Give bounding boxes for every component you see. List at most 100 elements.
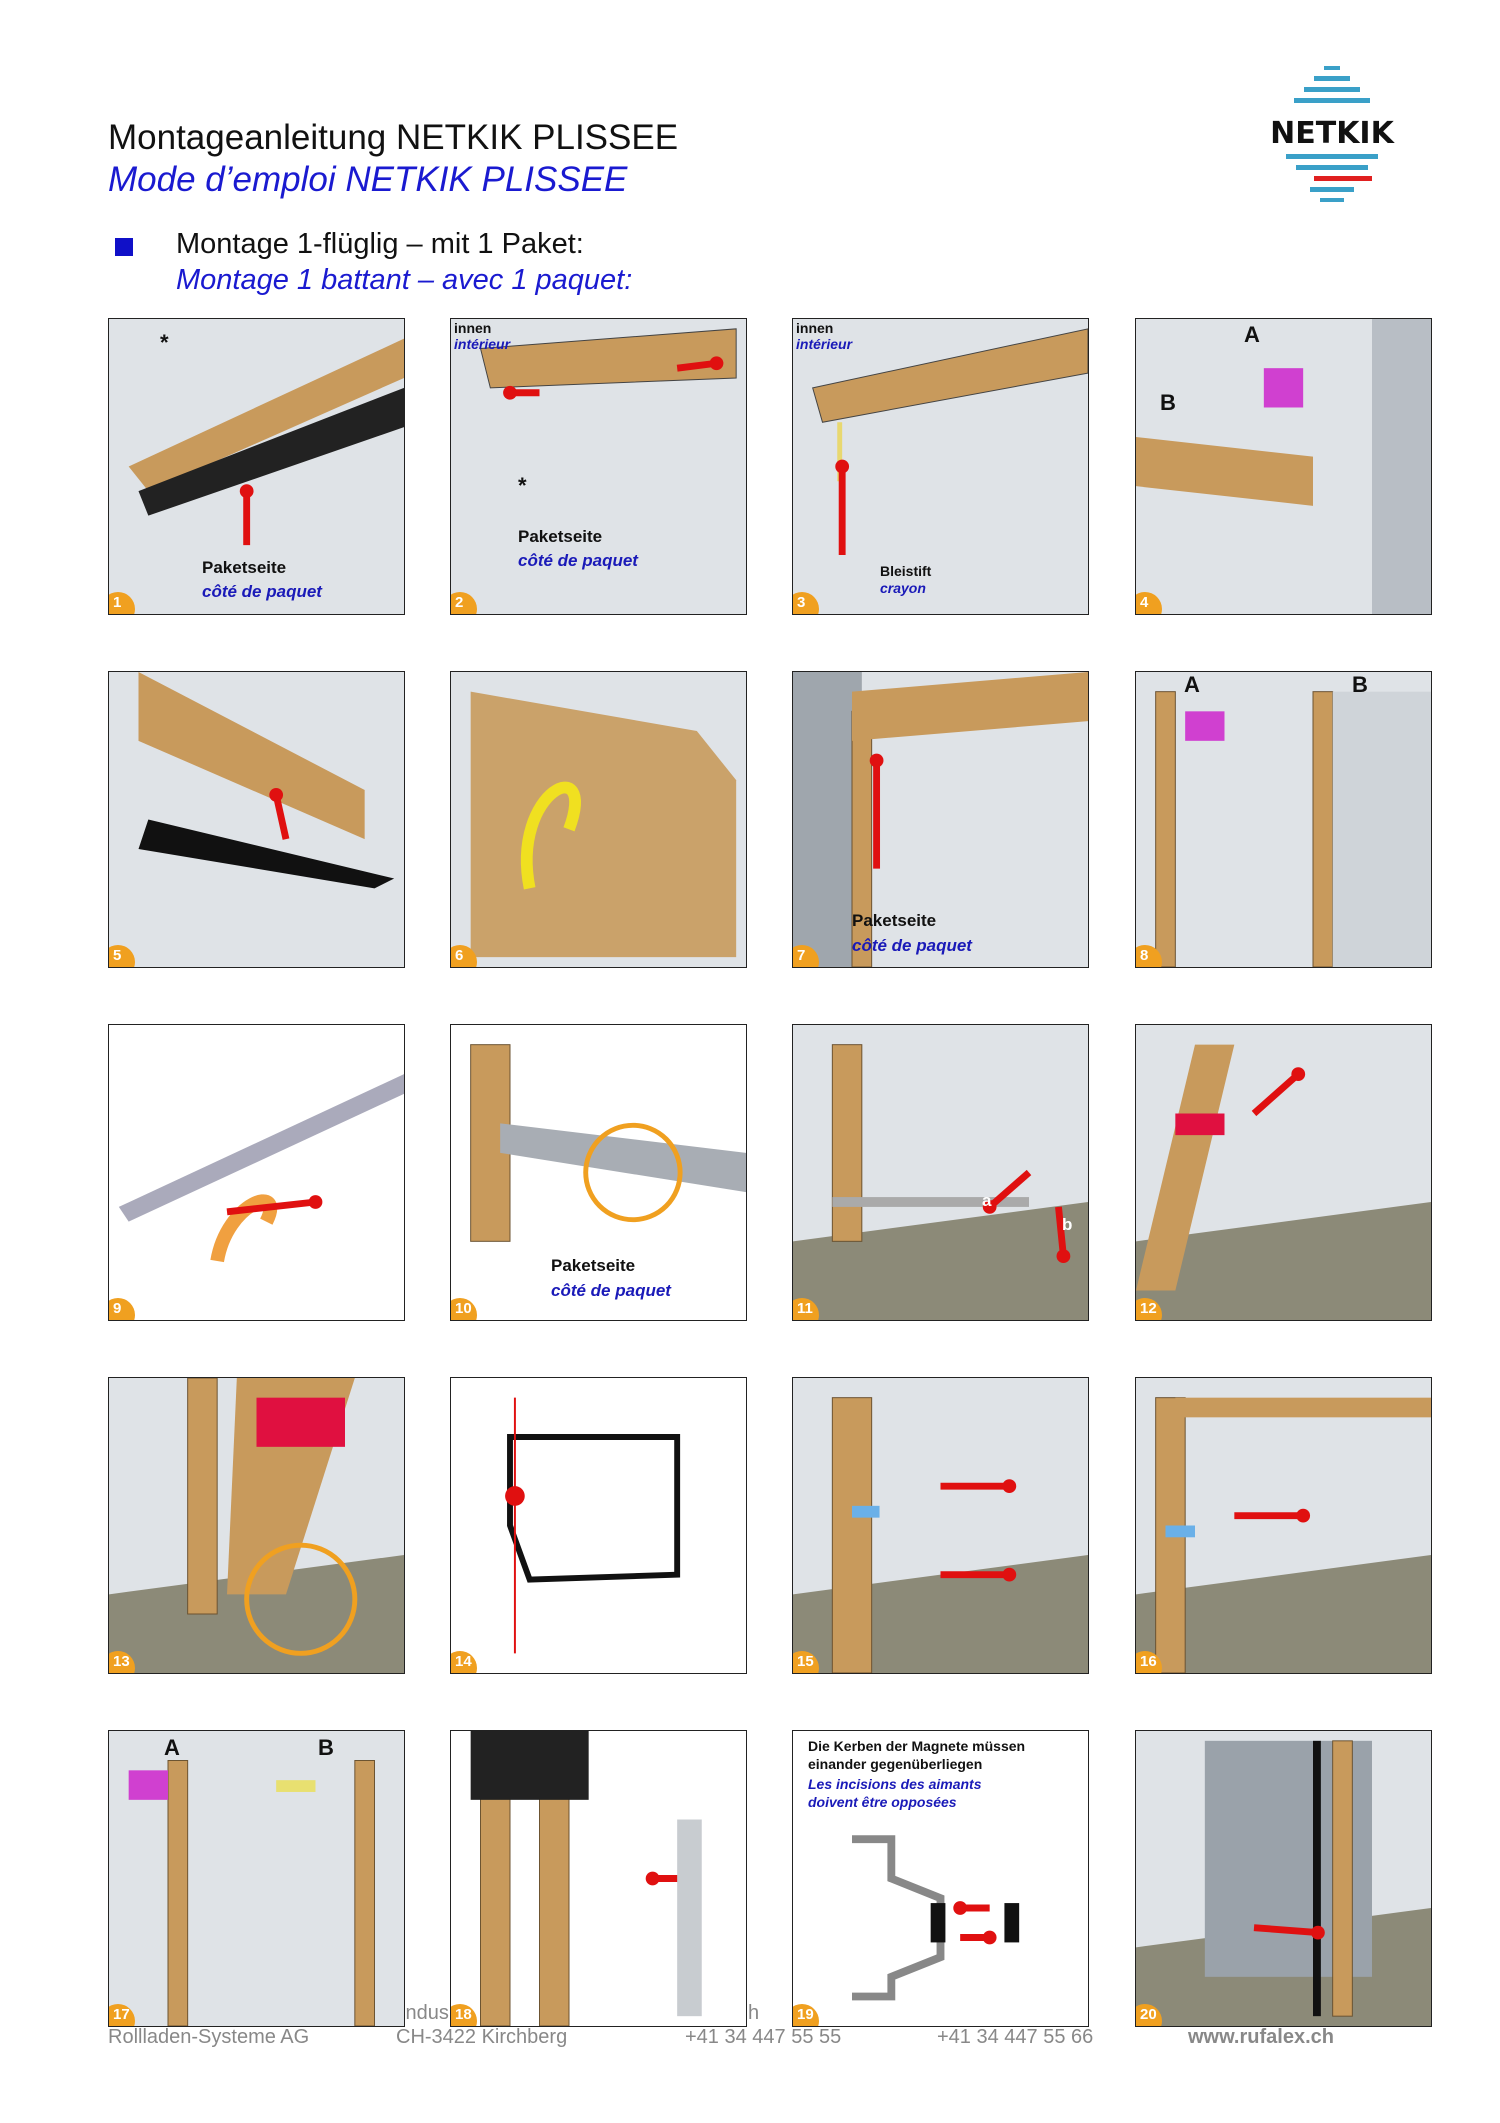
illustration-image	[1136, 672, 1431, 967]
step-number-badge: 6	[451, 945, 477, 967]
illustration-image	[109, 319, 404, 614]
step-number-badge: 4	[1136, 592, 1162, 614]
step-illustration-6: 6	[450, 671, 747, 968]
step-number-badge: 1	[109, 592, 135, 614]
illustration-image	[109, 1731, 404, 2026]
step-illustration-19: 19	[792, 1730, 1089, 2027]
label-paketseite: Paketseite	[551, 1256, 636, 1275]
footer-address-fragment: Indus	[400, 2002, 449, 2024]
label-cote-paquet: côté de paquet	[518, 551, 638, 570]
netkik-logo: NETKIK	[1270, 66, 1396, 202]
step-number-badge: 3	[793, 592, 819, 614]
label-cote-paquet: côté de paquet	[852, 936, 972, 955]
step-number-badge: 8	[1136, 945, 1162, 967]
label-a: A	[1184, 672, 1200, 697]
step-number-badge: 18	[451, 2004, 477, 2026]
label-bleistift: Bleistift	[880, 563, 932, 579]
step-number-badge: 13	[109, 1651, 135, 1673]
label-crayon: crayon	[880, 580, 926, 596]
footer-phone: +41 34 447 55 55	[685, 2026, 842, 2048]
step-illustration-8: 8	[1135, 671, 1432, 968]
label-b: B	[1352, 672, 1368, 697]
section-title-de: Montage 1-flüglig – mit 1 Paket:	[176, 228, 584, 260]
step-illustration-7: 7	[792, 671, 1089, 968]
step-illustration-2: 2	[450, 318, 747, 615]
title-fr: Mode d’emploi NETKIK PLISSEE	[108, 160, 628, 199]
illustration-image	[793, 1731, 1088, 2026]
illustration-image	[109, 1025, 404, 1320]
label-innen: innen	[796, 320, 834, 336]
illustration-image	[793, 319, 1088, 614]
step-number-badge: 16	[1136, 1651, 1162, 1673]
footer-city: CH-3422 Kirchberg	[396, 2026, 568, 2048]
step-number-badge: 17	[109, 2004, 135, 2026]
footer-fax: +41 34 447 55 66	[937, 2026, 1094, 2048]
illustration-image	[451, 1378, 746, 1673]
asterisk-icon: *	[518, 473, 527, 498]
step-illustration-20: 20	[1135, 1730, 1432, 2027]
illustration-image	[451, 319, 746, 614]
step-illustration-4: 4	[1135, 318, 1432, 615]
title-de: Montageanleitung NETKIK PLISSEE	[108, 118, 679, 157]
step-illustration-17: 17	[108, 1730, 405, 2027]
section-title-fr: Montage 1 battant – avec 1 paquet:	[176, 264, 633, 296]
step-illustration-12: 12	[1135, 1024, 1432, 1321]
illustration-image	[109, 672, 404, 967]
step-illustration-16: 16	[1135, 1377, 1432, 1674]
step-illustration-14: 14	[450, 1377, 747, 1674]
label-b: B	[318, 1735, 334, 1760]
step-number-badge: 9	[109, 1298, 135, 1320]
footer-company: Rollladen-Systeme AG	[108, 2026, 310, 2048]
step-illustration-18: 18	[450, 1730, 747, 2027]
illustration-image	[793, 672, 1088, 967]
step-illustration-5: 5	[108, 671, 405, 968]
step-illustration-9: 9	[108, 1024, 405, 1321]
step-number-badge: 12	[1136, 1298, 1162, 1320]
illustration-image	[793, 1378, 1088, 1673]
label-a-arrow: a	[982, 1191, 992, 1210]
illustration-image	[1136, 1378, 1431, 1673]
step-number-badge: 10	[451, 1298, 477, 1320]
step-number-badge: 7	[793, 945, 819, 967]
magnet-instruction-de: Die Kerben der Magnete müssen einander g…	[808, 1738, 1026, 1772]
illustration-image	[451, 1025, 746, 1320]
label-paketseite: Paketseite	[852, 911, 937, 930]
label-b-arrow: b	[1062, 1215, 1073, 1234]
label-a: A	[164, 1735, 180, 1760]
step-number-badge: 11	[793, 1298, 819, 1320]
illustration-image	[109, 1378, 404, 1673]
step-illustration-15: 15	[792, 1377, 1089, 1674]
asterisk-icon: *	[160, 330, 169, 355]
illustration-image	[451, 672, 746, 967]
illustration-image	[793, 1025, 1088, 1320]
step-illustration-13: 13	[108, 1377, 405, 1674]
step-number-badge: 2	[451, 592, 477, 614]
footer-website[interactable]: www.rufalex.ch	[1188, 2026, 1334, 2048]
svg-text:NETKIK: NETKIK	[1270, 116, 1395, 151]
label-b: B	[1160, 390, 1176, 415]
step-number-badge: 5	[109, 945, 135, 967]
step-illustration-3: 3	[792, 318, 1089, 615]
illustration-image	[451, 1731, 746, 2026]
step-illustration-1: 1	[108, 318, 405, 615]
label-paketseite: Paketseite	[202, 558, 287, 577]
illustration-image	[1136, 1025, 1431, 1320]
label-cote-paquet: côté de paquet	[551, 1281, 671, 1300]
step-number-badge: 14	[451, 1651, 477, 1673]
label-interieur: intérieur	[796, 336, 853, 352]
label-interieur: intérieur	[454, 336, 511, 352]
illustration-image	[1136, 319, 1431, 614]
step-number-badge: 15	[793, 1651, 819, 1673]
step-number-badge: 19	[793, 2004, 819, 2026]
step-illustration-11: 11	[792, 1024, 1089, 1321]
bullet-icon	[115, 238, 133, 256]
footer-address-fragment-end: h	[748, 2002, 760, 2024]
step-number-badge: 20	[1136, 2004, 1162, 2026]
magnet-instruction-fr: Les incisions des aimants doivent être o…	[808, 1776, 982, 1810]
step-illustration-10: 10	[450, 1024, 747, 1321]
illustration-image	[1136, 1731, 1431, 2026]
label-a: A	[1244, 322, 1260, 347]
label-innen: innen	[454, 320, 492, 336]
label-cote-paquet: côté de paquet	[202, 582, 322, 601]
